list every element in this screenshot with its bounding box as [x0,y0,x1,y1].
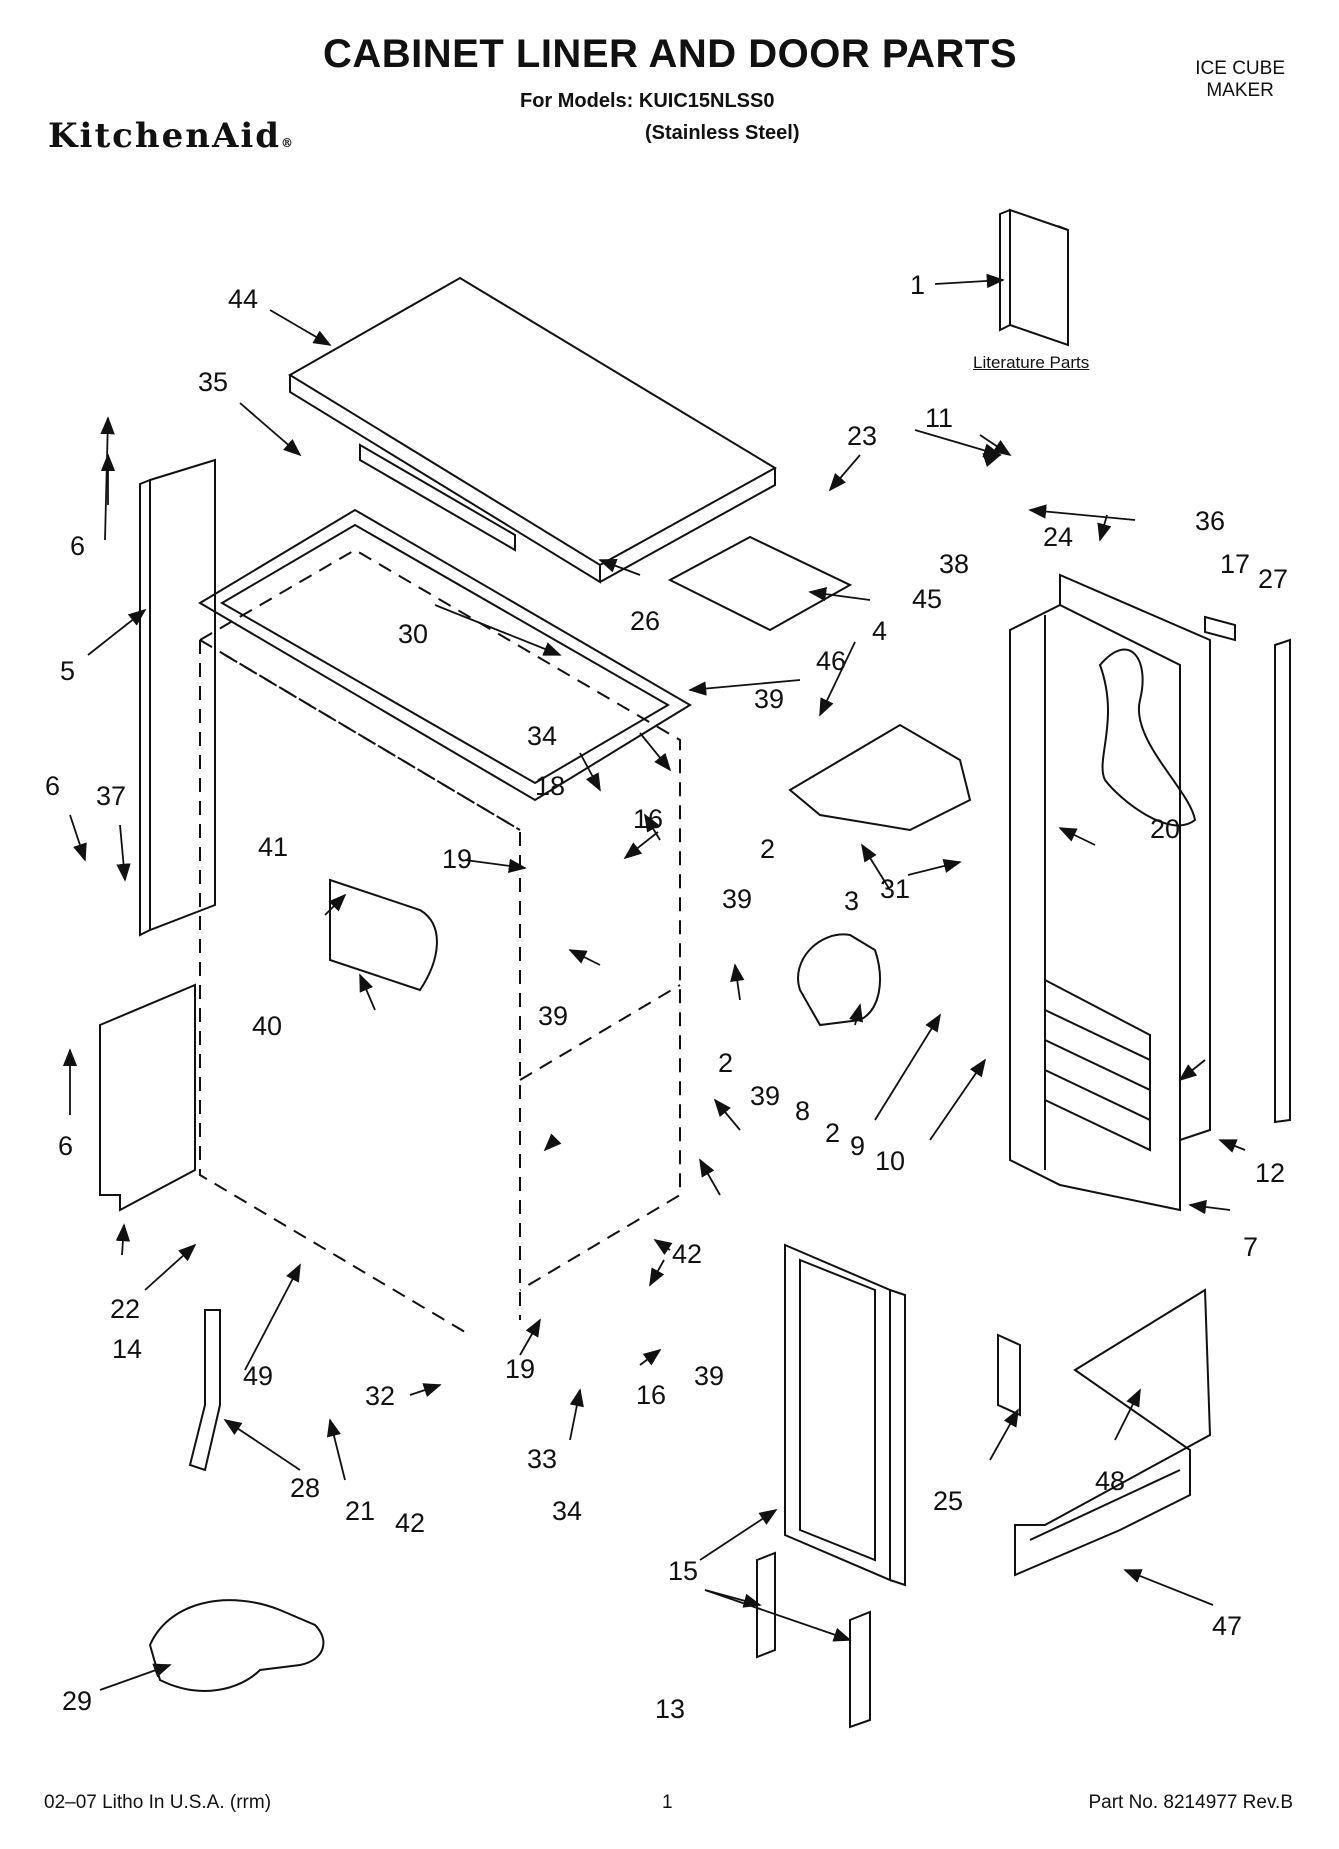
callout-6c: 6 [58,1131,73,1161]
literature-parts-label: Literature Parts [973,353,1090,372]
left-side-panel-shape [139,458,216,937]
top-cover-shape [288,276,777,584]
callout-6b: 6 [45,771,60,801]
cabinet-outline-shape [199,548,681,1336]
callout-34b: 34 [552,1496,582,1526]
callout-1: 1 [910,270,925,300]
callout-35: 35 [198,367,228,397]
registered-mark: ® [281,136,294,150]
callout-3: 3 [844,886,859,916]
callout-16b: 16 [636,1380,666,1410]
callout-41: 41 [258,832,288,862]
gasket-strip-shape [1274,638,1291,1124]
callout-7: 7 [1243,1232,1258,1262]
strip-13a-shape [756,1551,776,1659]
leader-lines [62,273,1246,1691]
callout-39a: 39 [754,684,784,714]
callout-13: 13 [655,1694,685,1724]
insulation-pad-shape [667,535,853,632]
callout-25: 25 [933,1486,963,1516]
callout-labels: 1 2 2 2 2 3 4 5 6 6 6 7 8 9 10 11 12 13 … [45,270,1288,1724]
strip-13b-shape [849,1610,871,1729]
callout-33: 33 [527,1444,557,1474]
callout-26: 26 [630,606,660,636]
models-label: For Models: KUIC15NLSS0 [520,90,775,112]
callout-36: 36 [1195,506,1225,536]
callout-2a: 2 [760,834,775,864]
callout-39d: 39 [750,1081,780,1111]
section-label-line1: ICE CUBE [1195,58,1285,79]
callout-14: 14 [112,1334,142,1364]
callout-6a: 6 [70,531,85,561]
chute-shape [788,723,972,832]
footer-page-number: 1 [662,1792,673,1813]
callout-16a: 16 [633,804,663,834]
callout-11: 11 [925,403,953,433]
callout-34a: 34 [527,721,557,751]
drain-tube-shape [188,1309,221,1472]
callout-8: 8 [795,1096,810,1126]
callout-37: 37 [96,781,126,811]
footer-part-number: Part No. 8214977 Rev.B [1088,1792,1293,1813]
hinge-plate-shape [997,1333,1021,1417]
callout-17: 17 [1220,549,1250,579]
callout-49: 49 [243,1361,273,1391]
model-variant: (Stainless Steel) [645,122,800,144]
bracket-40-shape [329,878,438,992]
callout-4: 4 [872,616,887,646]
callout-24: 24 [1043,522,1073,552]
callout-40: 40 [252,1011,282,1041]
callout-22: 22 [110,1294,140,1324]
ice-scoop-shape [148,1599,325,1692]
callout-27: 27 [1258,564,1288,594]
callout-32: 32 [365,1381,395,1411]
door-frame-shape [784,1243,906,1587]
callout-2c: 2 [825,1118,840,1148]
tag-shape [1204,615,1236,642]
callout-12: 12 [1255,1158,1285,1188]
callout-20: 20 [1150,814,1180,844]
brand-name: KitchenAid [48,116,282,156]
callout-31: 31 [880,874,910,904]
callout-44: 44 [228,284,258,314]
callout-23: 23 [847,421,877,451]
literature-booklet-shape [999,208,1069,347]
callout-5: 5 [60,656,75,686]
callout-2b: 2 [718,1048,733,1078]
brand-logo: KitchenAid® [48,116,293,156]
callout-30: 30 [398,619,428,649]
callout-19b: 19 [505,1354,535,1384]
door-hinge-shape [1098,648,1197,827]
callout-42b: 42 [395,1508,425,1538]
base-grille-panel-shape [1014,1288,1212,1577]
callout-18: 18 [535,771,565,801]
lower-left-panel-shape [99,983,196,1212]
callout-45: 45 [912,584,942,614]
door-panel-shape [1009,573,1211,1212]
callout-21: 21 [345,1496,375,1526]
callout-39c: 39 [538,1001,568,1031]
callout-15: 15 [668,1556,698,1586]
door-handle-shape [797,933,881,1027]
section-label: ICE CUBE MAKER [1195,58,1285,102]
callout-46: 46 [816,646,846,676]
callout-47: 47 [1212,1611,1242,1641]
callout-10: 10 [875,1146,905,1176]
callout-39b: 39 [722,884,752,914]
page-title: CABINET LINER AND DOOR PARTS [323,32,1017,76]
footer-litho: 02–07 Litho In U.S.A. (rrm) [44,1792,272,1813]
callout-42a: 42 [672,1239,702,1269]
section-label-line2: MAKER [1206,80,1274,101]
callout-48: 48 [1095,1466,1125,1496]
callout-39e: 39 [694,1361,724,1391]
callout-9: 9 [850,1131,865,1161]
callout-29: 29 [62,1686,92,1716]
callout-19a: 19 [442,844,472,874]
liner-rim-shape [198,508,692,802]
callout-28: 28 [290,1473,320,1503]
callout-38: 38 [939,549,969,579]
